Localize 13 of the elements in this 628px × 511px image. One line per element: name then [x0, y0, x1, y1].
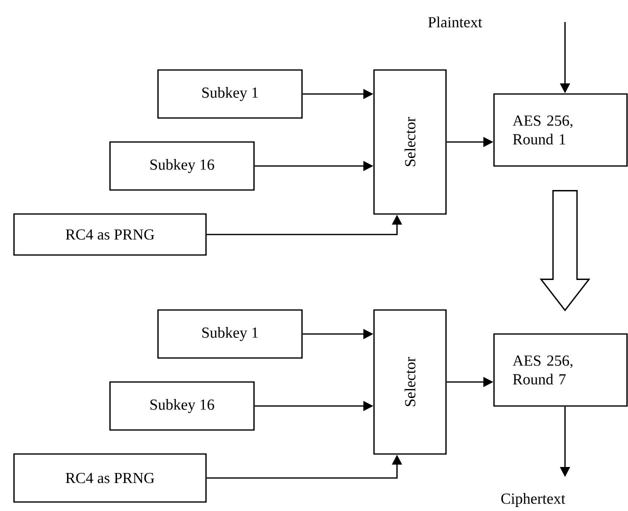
input-label: Plaintext: [428, 16, 482, 28]
subkey-box: Subkey 16: [109, 381, 255, 431]
selector-box: Selector: [373, 309, 447, 455]
subkey-box: Subkey 1: [157, 309, 303, 359]
round-box: AES 256, Round 1: [493, 93, 628, 167]
subkey-box: Subkey 16: [109, 141, 255, 191]
block-arrow: [540, 190, 590, 312]
prng-box: RC4 as PRNG: [13, 213, 207, 256]
prng-box: RC4 as PRNG: [13, 453, 207, 503]
round-box: AES 256, Round 7: [493, 333, 628, 407]
selector-box: Selector: [373, 69, 447, 215]
subkey-box: Subkey 1: [157, 69, 303, 119]
output-text: Ciphertext: [501, 493, 566, 507]
